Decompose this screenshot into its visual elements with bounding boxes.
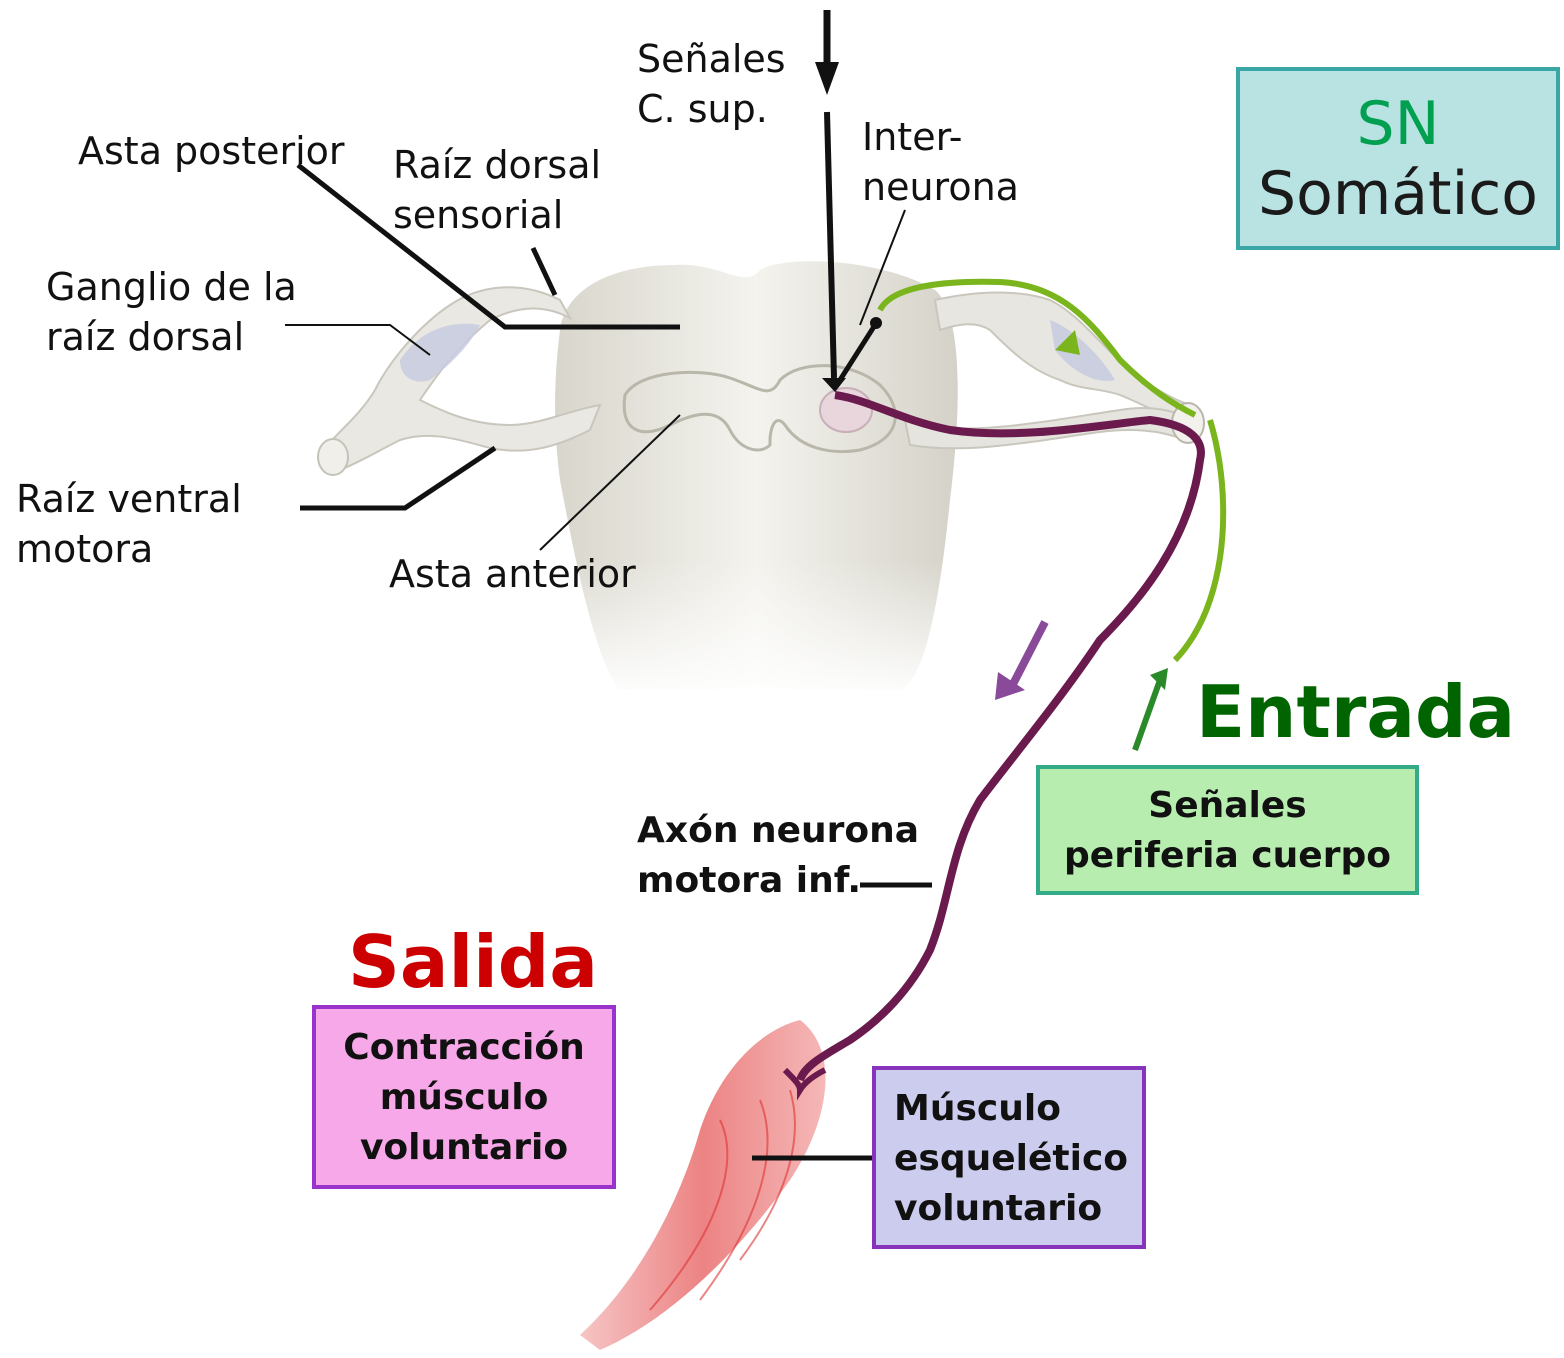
musculo-box-text: Músculo esquelético voluntario bbox=[894, 1084, 1142, 1234]
interneurona-label: Inter- neurona bbox=[862, 112, 1019, 212]
asta-posterior-label: Asta posterior bbox=[78, 126, 345, 176]
sn-label: SN bbox=[1240, 89, 1556, 159]
sn-somatico-box: SN Somático bbox=[1236, 67, 1560, 250]
entrada-box: Señales periferia cuerpo bbox=[1036, 765, 1419, 895]
raiz-dorsal-label: Raíz dorsal sensorial bbox=[393, 140, 601, 240]
motor-direction-arrow bbox=[1010, 622, 1045, 690]
salida-box-text: Contracción músculo voluntario bbox=[316, 1023, 612, 1173]
asta-anterior-label: Asta anterior bbox=[389, 549, 636, 599]
salida-title: Salida bbox=[348, 920, 598, 1004]
somatico-label: Somático bbox=[1240, 159, 1556, 229]
ganglio-label: Ganglio de la raíz dorsal bbox=[46, 262, 297, 362]
entrada-arrow bbox=[1135, 680, 1160, 750]
axon-motor-label: Axón neurona motora inf. bbox=[637, 806, 919, 906]
raiz-ventral-label: Raíz ventral motora bbox=[16, 474, 242, 574]
entrada-title: Entrada bbox=[1196, 670, 1515, 754]
senales-c-sup-label: Señales C. sup. bbox=[637, 34, 786, 134]
salida-box: Contracción músculo voluntario bbox=[312, 1005, 616, 1189]
musculo-box: Músculo esquelético voluntario bbox=[872, 1066, 1146, 1249]
root-cut-end bbox=[318, 439, 348, 475]
entrada-box-text: Señales periferia cuerpo bbox=[1040, 781, 1415, 881]
